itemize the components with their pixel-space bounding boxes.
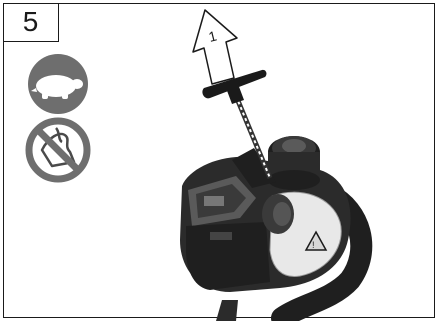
no-choke-lever-icon [25,117,91,183]
turtle-icon [28,54,88,114]
arrow-step-label: 1 [207,27,219,44]
starter-rope-handle [202,69,273,179]
hot-surface-warning-icon: ! [304,230,328,251]
step-number: 5 [3,3,59,42]
pull-direction-arrow: 1 [192,9,238,85]
engine-unit: ! [180,136,373,321]
svg-text:!: ! [312,240,315,250]
